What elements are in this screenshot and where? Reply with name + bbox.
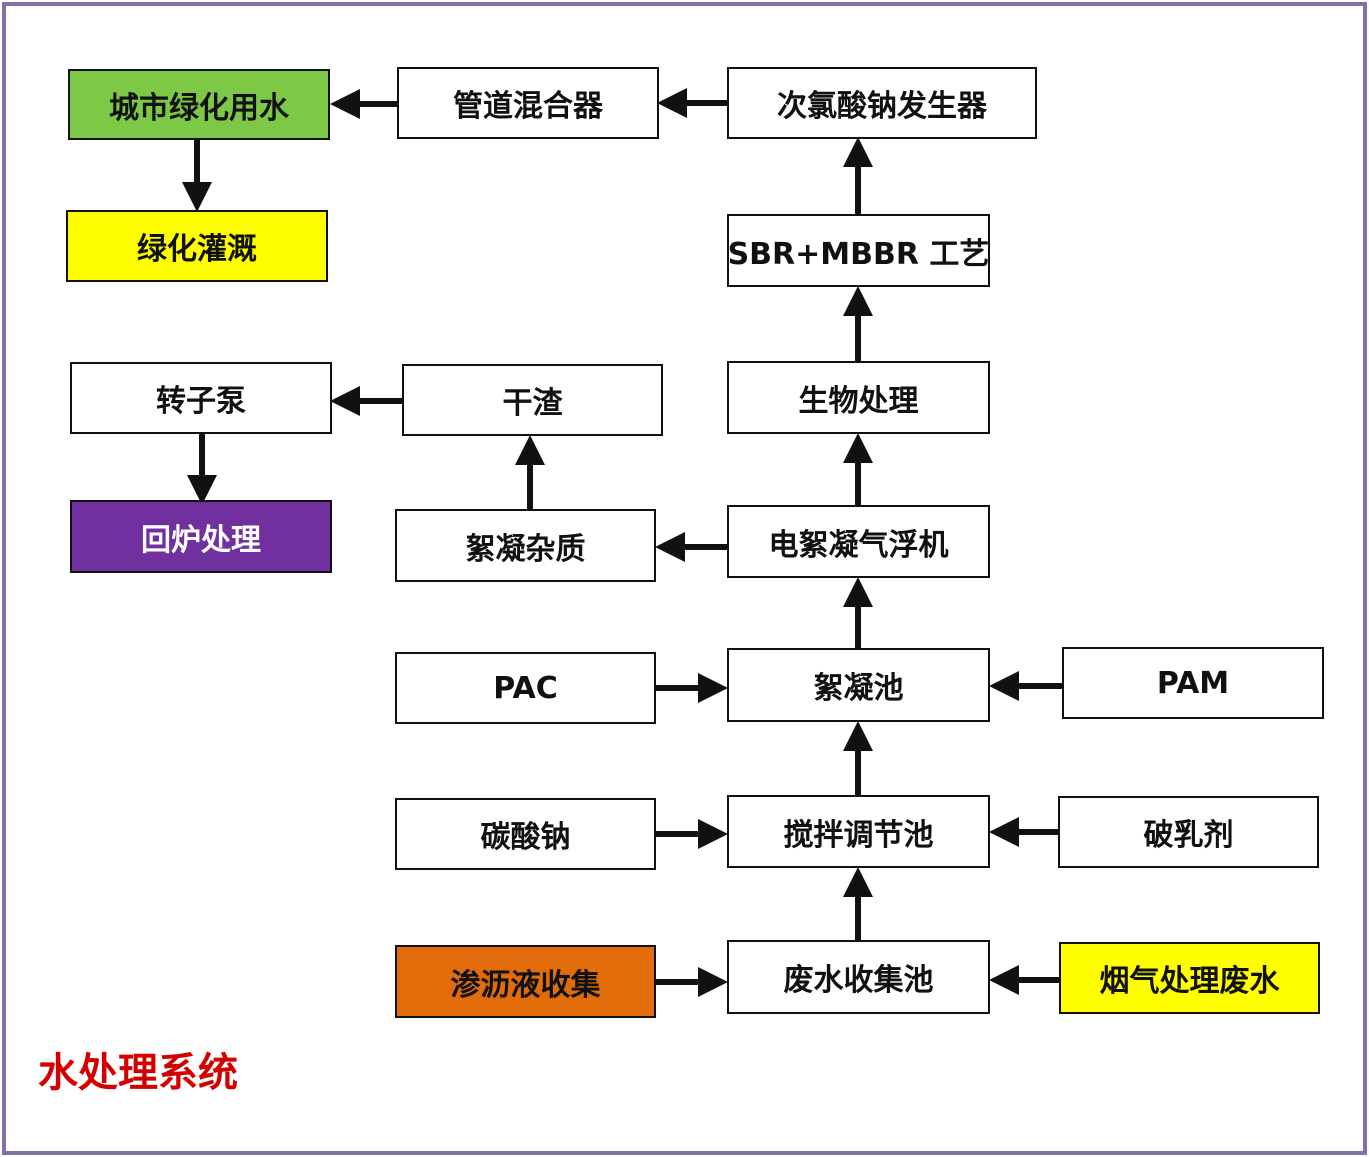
rotor-pump-node: 转子泵 [70, 362, 332, 434]
diagram-caption: 水处理系统 [38, 1050, 238, 1096]
electroflocculation-flotation-node: 电絮凝气浮机 [727, 505, 990, 578]
leachate-collection-node: 渗沥液收集 [395, 945, 656, 1018]
pac-node: PAC [395, 652, 656, 724]
biological-treatment-node: 生物处理 [727, 361, 990, 434]
wastewater-tank-node: 废水收集池 [727, 940, 990, 1014]
stirring-tank-node: 搅拌调节池 [727, 795, 990, 868]
sodium-carbonate-node: 碳酸钠 [395, 798, 656, 870]
green-irrigation-node: 绿化灌溉 [66, 210, 328, 282]
pam-node: PAM [1062, 647, 1324, 719]
pipeline-mixer-node: 管道混合器 [397, 67, 659, 139]
demulsifier-node: 破乳剂 [1058, 796, 1319, 868]
hypochlorite-generator-node: 次氯酸钠发生器 [727, 67, 1037, 139]
city-greening-water-node: 城市绿化用水 [68, 69, 330, 140]
flue-gas-wastewater-node: 烟气处理废水 [1059, 942, 1320, 1014]
sbr-mbbr-node: SBR+MBBR 工艺 [727, 214, 990, 287]
furnace-return-node: 回炉处理 [70, 500, 332, 573]
flocculated-impurities-node: 絮凝杂质 [395, 509, 656, 582]
dry-residue-node: 干渣 [402, 364, 663, 436]
flocculation-tank-node: 絮凝池 [727, 648, 990, 722]
